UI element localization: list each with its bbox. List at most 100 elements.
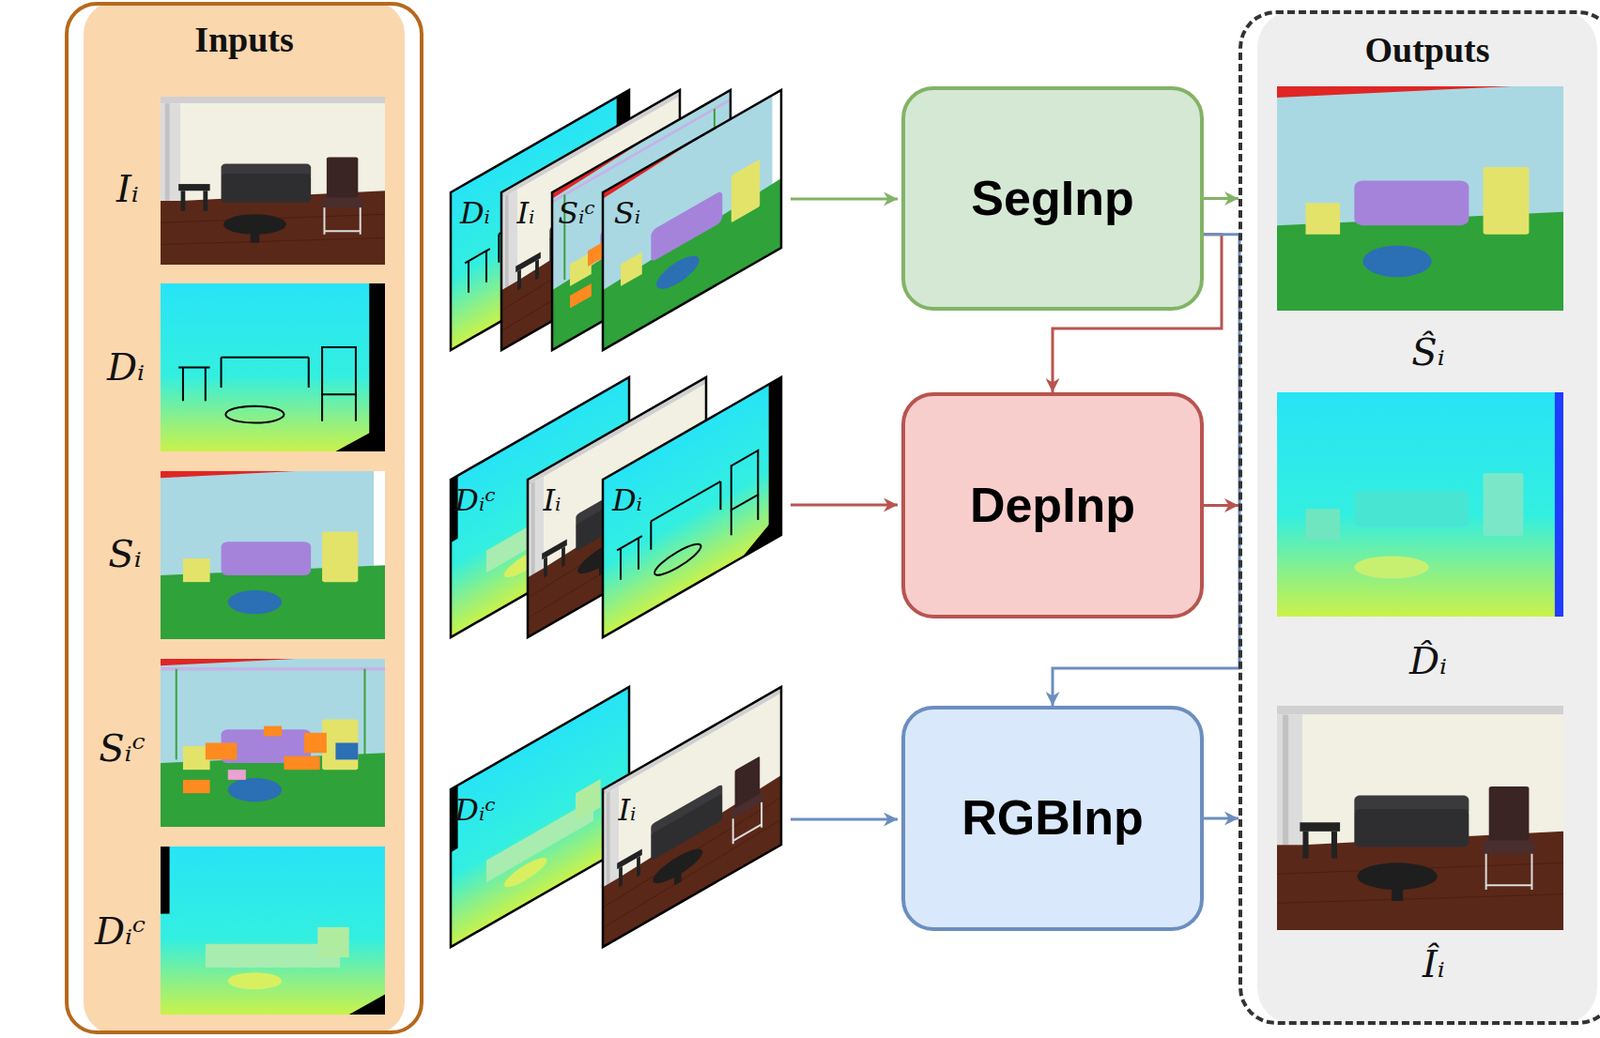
stack-layer [531,481,536,576]
stack-layer [652,843,703,892]
process-box: DepInp [901,392,1204,619]
math-label: Dᵢᶜ [454,482,495,519]
layer-outline [602,687,782,948]
node-title: Outputs [1242,30,1600,72]
stack-layer [719,481,722,510]
stack-layer [741,509,782,558]
math-label: D̂ᵢ [1409,638,1447,684]
scene-image [181,190,186,211]
stack-layer [674,864,682,887]
scene-image [228,769,247,781]
stack-layer [756,494,759,521]
stack-layer [731,792,764,821]
scene-image [283,756,320,770]
scene-image [160,846,385,1016]
scene-image [221,173,312,202]
connector-arrow [1203,197,1239,200]
scene-image [228,590,282,615]
math-label: Sᵢᶜ [98,725,146,771]
scene-image [160,103,182,201]
scene-image [182,368,185,402]
math-label: Ŝᵢ [1411,329,1445,375]
scene-image [160,96,385,265]
stack-layer [602,90,782,351]
stack-layer [650,481,721,523]
math-label: Dᵢᶜ [454,792,495,829]
scene-image [1276,86,1564,311]
stack-layer [636,856,641,877]
stack-layer [650,190,723,263]
scene-image [160,96,385,104]
math-label: Dᵢᶜ [94,908,146,954]
scene-image [1483,473,1524,537]
scene-image [1486,884,1533,887]
scene-image [323,230,360,232]
scene-image [221,541,312,576]
scene-image [322,531,358,583]
stack-layer [650,793,723,862]
scene-image [349,995,385,1016]
scene-image [263,726,282,738]
stack-layer [561,546,566,568]
scene-image [1276,894,1564,905]
node-title: RGBInp [961,790,1144,847]
math-label: Iᵢ [617,792,636,829]
scene-image [160,96,385,265]
stack-layer [575,779,601,823]
scene-image [228,778,282,802]
stack-layer [602,687,782,948]
scene-image [1363,246,1432,277]
stack-layer [649,521,652,550]
scene-image [175,669,178,761]
stack-layer [637,538,640,570]
scene-image [1483,167,1530,235]
math-label: Sᵢᶜ [557,195,596,231]
scene-image [1276,706,1564,716]
math-label: Sᵢ [107,531,141,577]
stack-layer [602,377,782,638]
scene-image [1276,715,1303,847]
scene-image [183,558,211,583]
scene-image [317,927,349,958]
stack-layer [602,687,782,948]
scene-image [326,156,358,201]
stack-layer [497,233,500,262]
scene-image [1353,491,1469,527]
math-label: Iᵢ [516,195,535,231]
outputs-panel-fill [1257,10,1598,1026]
scene-image [322,347,356,395]
stack-layer [467,261,470,293]
math-label: Iᵢ [542,482,561,519]
scene-image [1554,392,1564,617]
stack-layer [527,476,544,578]
scene-image [1302,831,1308,860]
scene-image [225,406,284,424]
scene-image [1276,706,1564,931]
layer-outline [602,90,782,351]
scene-image [165,103,170,201]
stack-layer [618,866,623,888]
math-label: Îᵢ [1422,941,1446,987]
inputs-panel: Inputs [64,1,424,1035]
node-title: Inputs [68,19,420,62]
stack-layer [535,259,539,280]
scene-image [160,846,385,1016]
stack-layer [730,509,733,536]
scene-image [1276,392,1564,617]
math-label: Iᵢ [116,166,139,212]
scene-image [1276,86,1564,311]
scene-images [160,86,1564,1016]
scene-image [1489,786,1530,846]
stack-layer [505,194,509,289]
scene-image [1306,508,1341,540]
scene-image [1353,809,1469,848]
scene-image [1353,555,1429,579]
stack-layer [485,250,488,283]
scene-image [178,184,210,191]
stack-layer [620,251,643,287]
layer-outline [602,377,782,638]
scene-image [160,283,385,452]
scene-image [1331,831,1338,860]
